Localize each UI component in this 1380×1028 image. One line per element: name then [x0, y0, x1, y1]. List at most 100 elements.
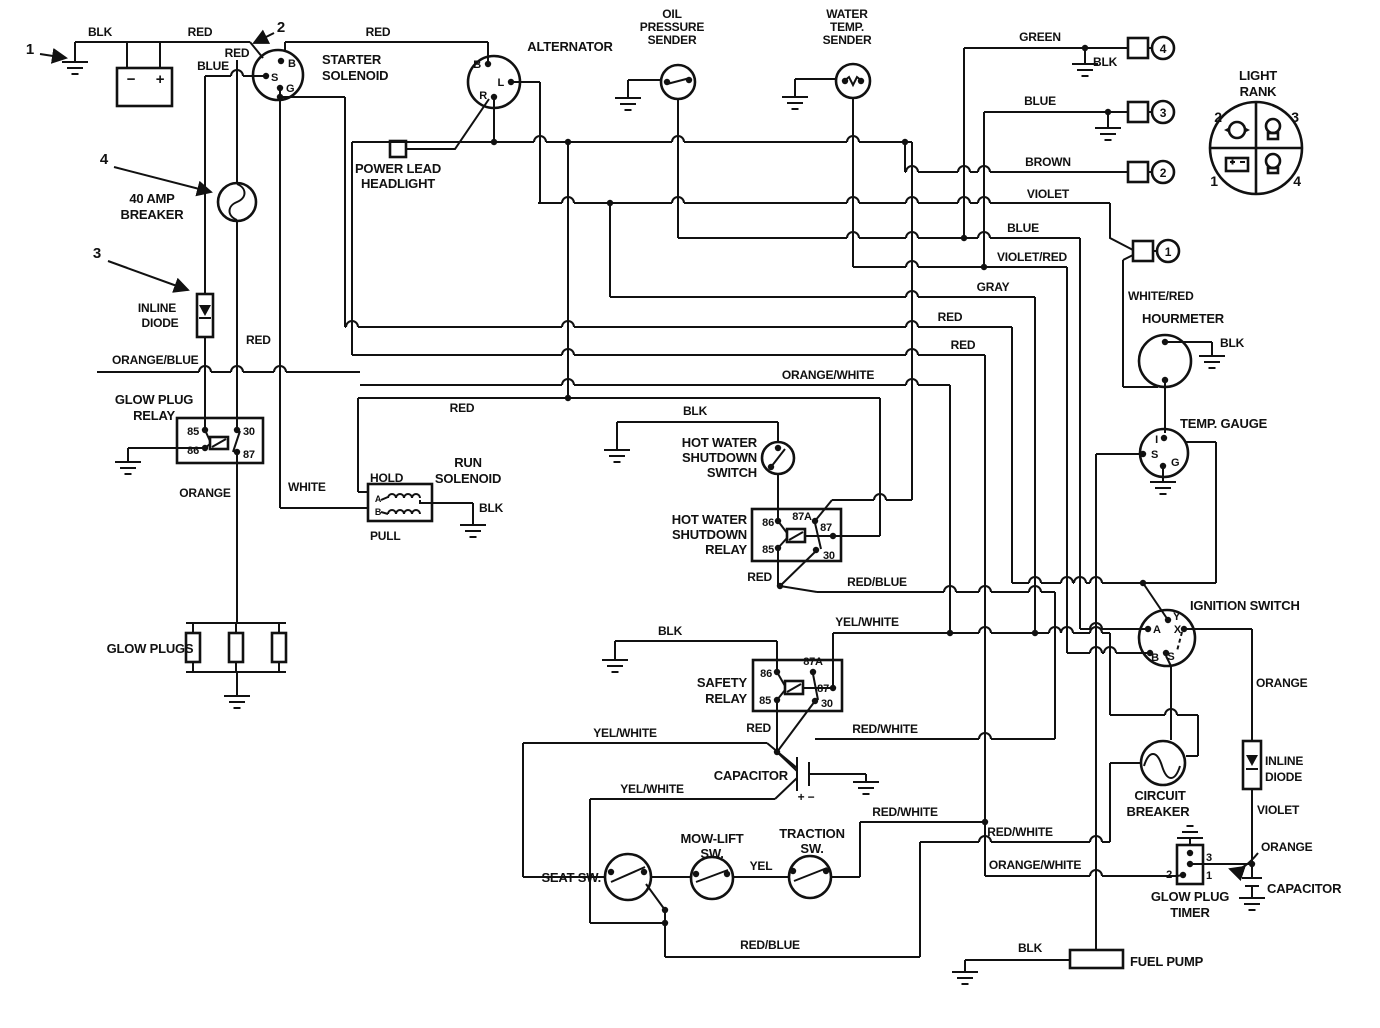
inline-diode-right	[1241, 739, 1263, 791]
seat-switch	[603, 852, 653, 902]
wire-label: VIOLET	[1257, 803, 1300, 817]
wire-label: RED/WHITE	[852, 722, 918, 736]
hot-water-switch-label: SHUTDOWN	[682, 450, 757, 465]
wire-label: ORANGE	[1256, 676, 1308, 690]
glow-plug-relay-label: RELAY	[133, 408, 175, 423]
junction-dot	[960, 234, 968, 242]
wire-label: BLK	[1220, 336, 1245, 350]
glow-plugs-label: GLOW PLUGS	[107, 641, 194, 656]
junction-dot	[774, 444, 782, 452]
oil-pressure-sender-label: OIL	[662, 7, 681, 21]
junction-dot	[1186, 849, 1194, 857]
callout-arrows	[39, 29, 1259, 882]
hot-water-shutdown-relay	[750, 507, 843, 563]
junction-dot	[829, 684, 837, 692]
mow-lift-switch-label: MOW-LIFT	[680, 831, 743, 846]
callout-4: 4	[100, 151, 109, 168]
wires-horizontal	[75, 41, 1252, 961]
wire-hops	[198, 69, 1178, 877]
wire-label: B	[473, 59, 481, 71]
connector-4-number: 4	[1160, 42, 1167, 56]
starter-solenoid-label: STARTER	[322, 52, 382, 67]
wire-label: RED	[747, 570, 772, 584]
wire-label: BROWN	[1025, 155, 1071, 169]
junction-dot	[767, 463, 775, 471]
junction-dot	[811, 697, 819, 705]
junction-dot	[1161, 376, 1169, 384]
connector-3-number: 3	[1160, 106, 1167, 120]
wire-label: 87A	[792, 511, 812, 523]
hourmeter	[1137, 333, 1193, 389]
run-solenoid-label: RUN	[454, 455, 482, 470]
wire-label: 1	[1206, 870, 1212, 882]
junction-dot	[809, 668, 817, 676]
wire-label: Y	[1173, 611, 1181, 623]
ignition-switch	[1137, 608, 1197, 668]
diode-icon	[199, 305, 211, 316]
wire-label: 87	[820, 522, 832, 534]
wire-label: VIOLET/RED	[997, 250, 1068, 264]
wires-vertical	[74, 41, 1262, 972]
junction-dot	[822, 867, 830, 875]
hot-water-relay-label: RELAY	[705, 542, 747, 557]
inline-diode-left-label: DIODE	[141, 316, 178, 330]
wire-label: B	[1151, 652, 1159, 664]
traction-switch	[787, 854, 833, 900]
junction-dot	[901, 138, 909, 146]
wire-label: 87	[243, 449, 255, 461]
bulb-icon	[1266, 131, 1280, 141]
callout-3: 3	[93, 245, 101, 262]
bulb-icon	[1266, 166, 1280, 175]
junction-dot	[640, 868, 648, 876]
wire-label: 30	[821, 698, 833, 710]
wire-label: 3	[1291, 109, 1299, 125]
hot-water-shutdown-switch	[760, 440, 796, 476]
junction-dot	[277, 57, 285, 65]
wire-label: YEL/WHITE	[835, 615, 899, 629]
junction-dot	[1160, 434, 1168, 442]
wire-label: 85	[759, 695, 771, 707]
wire-label: −	[127, 71, 136, 88]
wire-label: I	[1155, 434, 1158, 446]
wire-label: BLUE	[197, 59, 229, 73]
fuel-pump-label: FUEL PUMP	[1130, 954, 1204, 969]
glow-plug-relay	[175, 416, 265, 465]
junction-dot	[1180, 625, 1188, 633]
circuit-breaker-label: CIRCUIT	[1134, 788, 1186, 803]
wire-label: G	[1171, 457, 1179, 469]
inline-diode-left-label: INLINE	[138, 301, 176, 315]
connector-1	[1131, 238, 1181, 264]
wire-label: RED/BLUE	[740, 938, 800, 952]
safety-relay	[751, 658, 844, 713]
connector-1-number: 1	[1165, 245, 1172, 259]
wire-label: ORANGE	[179, 486, 231, 500]
traction-switch-label: TRACTION	[779, 826, 845, 841]
wire-label: 86	[762, 517, 774, 529]
water-temp-sender-label: SENDER	[823, 33, 872, 47]
junction-dot	[606, 199, 614, 207]
junction-dot	[663, 78, 671, 86]
fuel-pump	[1068, 948, 1125, 970]
junction-dot	[723, 870, 731, 878]
junction-dot	[262, 72, 270, 80]
wire-label: G	[286, 83, 294, 95]
wire-label: RED	[450, 401, 475, 415]
junction-dots	[201, 44, 1256, 927]
junction-dot	[1162, 649, 1170, 657]
junction-dot	[276, 84, 284, 92]
junction-dot	[607, 868, 615, 876]
glow-plug-timer-label: TIMER	[1170, 905, 1210, 920]
wire-label: L	[497, 77, 504, 89]
junction-dot	[1139, 579, 1147, 587]
oil-pressure-sender-label: SENDER	[648, 33, 697, 47]
wire-label: 86	[187, 445, 199, 457]
junction-dot	[490, 93, 498, 101]
hot-water-relay-label: HOT WATER	[672, 512, 748, 527]
wire-label: X	[1174, 624, 1182, 636]
wire-label: A	[1153, 624, 1161, 636]
inline-diode-left	[195, 292, 215, 339]
junction-dot	[774, 544, 782, 552]
callout-1: 1	[26, 41, 34, 58]
connector-4	[1126, 35, 1176, 61]
